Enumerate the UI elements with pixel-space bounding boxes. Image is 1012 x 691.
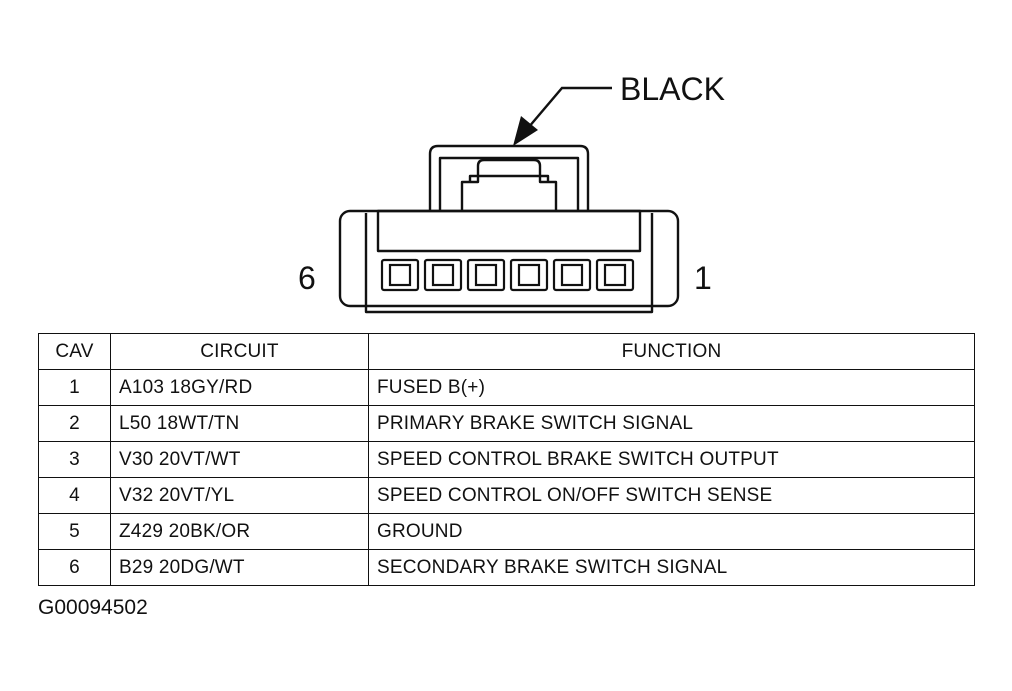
cavity-2 <box>552 258 592 292</box>
cav-cell: 2 <box>38 405 111 442</box>
circuit-cell: Z429 20BK/OR <box>110 513 369 550</box>
latch-housing <box>428 144 590 211</box>
latch-detail <box>468 174 550 182</box>
circuit-cell: B29 20DG/WT <box>110 549 369 586</box>
function-cell: PRIMARY BRAKE SWITCH SIGNAL <box>368 405 975 442</box>
pin-cavities <box>380 258 635 292</box>
latch <box>460 158 558 211</box>
cavity-3 <box>509 258 549 292</box>
circuit-cell: V32 20VT/YL <box>110 477 369 514</box>
table-row: 1 A103 18GY/RD FUSED B(+) <box>38 369 975 406</box>
cavity-4 <box>466 258 506 292</box>
pin-1-label: 1 <box>694 260 712 296</box>
cav-cell: 4 <box>38 477 111 514</box>
pin-6-label: 6 <box>298 260 316 296</box>
table-row: 5 Z429 20BK/OR GROUND <box>38 513 975 550</box>
header-cav: CAV <box>38 333 111 370</box>
cav-cell: 5 <box>38 513 111 550</box>
connector-body-inner <box>364 213 654 304</box>
cav-cell: 6 <box>38 549 111 586</box>
figure-id: G00094502 <box>38 596 148 619</box>
cavity-1 <box>595 258 635 292</box>
function-cell: SPEED CONTROL BRAKE SWITCH OUTPUT <box>368 441 975 478</box>
cav-cell: 3 <box>38 441 111 478</box>
connector-body <box>338 209 680 308</box>
circuit-cell: A103 18GY/RD <box>110 369 369 406</box>
function-cell: GROUND <box>368 513 975 550</box>
connector-diagram: BLACK 6 1 <box>298 71 725 314</box>
circuit-cell: L50 18WT/TN <box>110 405 369 442</box>
function-cell: FUSED B(+) <box>368 369 975 406</box>
table-row: 2 L50 18WT/TN PRIMARY BRAKE SWITCH SIGNA… <box>38 405 975 442</box>
latch-housing-inner <box>438 156 580 211</box>
connector-color-label: BLACK <box>620 71 725 107</box>
header-circuit: CIRCUIT <box>110 333 369 370</box>
cavity-5 <box>423 258 463 292</box>
table-row: 3 V30 20VT/WT SPEED CONTROL BRAKE SWITCH… <box>38 441 975 478</box>
cav-cell: 1 <box>38 369 111 406</box>
function-cell: SPEED CONTROL ON/OFF SWITCH SENSE <box>368 477 975 514</box>
leader-arrowhead <box>513 116 538 146</box>
table-header-row: CAV CIRCUIT FUNCTION <box>38 333 975 370</box>
cavity-6 <box>380 258 420 292</box>
function-cell: SECONDARY BRAKE SWITCH SIGNAL <box>368 549 975 586</box>
circuit-cell: V30 20VT/WT <box>110 441 369 478</box>
table-row: 6 B29 20DG/WT SECONDARY BRAKE SWITCH SIG… <box>38 549 975 586</box>
header-function: FUNCTION <box>368 333 975 370</box>
connector-skirt <box>364 304 654 314</box>
cavity-strip <box>376 209 642 253</box>
leader-line <box>527 86 612 129</box>
table-row: 4 V32 20VT/YL SPEED CONTROL ON/OFF SWITC… <box>38 477 975 514</box>
pinout-table: CAV CIRCUIT FUNCTION 1 A103 18GY/RD FUSE… <box>38 333 975 586</box>
